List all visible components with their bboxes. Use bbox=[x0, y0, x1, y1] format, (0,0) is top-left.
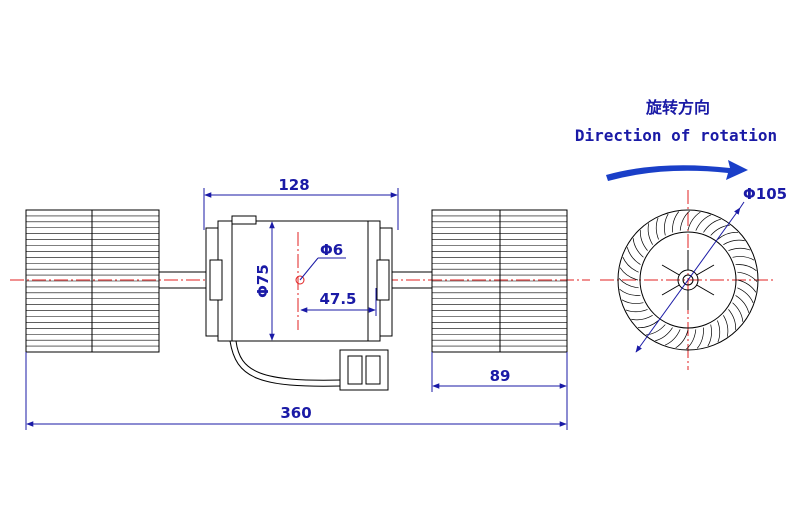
rotation-title-cn: 旋转方向 bbox=[645, 98, 710, 117]
dim-shaft-offset-label: 47.5 bbox=[319, 290, 356, 308]
dim-wheel-diameter: Φ105 bbox=[635, 185, 787, 353]
dim-motor-length: 128 bbox=[203, 176, 399, 230]
dim-shaft-diameter: Φ6 bbox=[299, 241, 346, 281]
dim-motor-length-label: 128 bbox=[278, 176, 309, 194]
left-blower-wheel bbox=[25, 209, 160, 353]
motor-body bbox=[205, 215, 393, 342]
curved-arrow-right-icon bbox=[606, 160, 748, 181]
dim-total-length-label: 360 bbox=[280, 404, 311, 422]
dim-motor-diameter: Φ75 bbox=[254, 221, 275, 341]
rotation-title-en: Direction of rotation bbox=[575, 126, 777, 145]
dim-wheel-width: 89 bbox=[431, 352, 568, 392]
dim-total-length: 360 bbox=[25, 352, 568, 430]
dim-motor-diameter-label: Φ75 bbox=[254, 264, 272, 298]
dim-shaft-offset: 47.5 bbox=[300, 288, 377, 316]
right-blower-wheel bbox=[431, 209, 568, 353]
dim-wheel-width-label: 89 bbox=[490, 367, 511, 385]
dim-wheel-diameter-label: Φ105 bbox=[743, 185, 787, 203]
wire-harness bbox=[229, 340, 389, 391]
dim-shaft-diameter-label: Φ6 bbox=[320, 241, 343, 259]
